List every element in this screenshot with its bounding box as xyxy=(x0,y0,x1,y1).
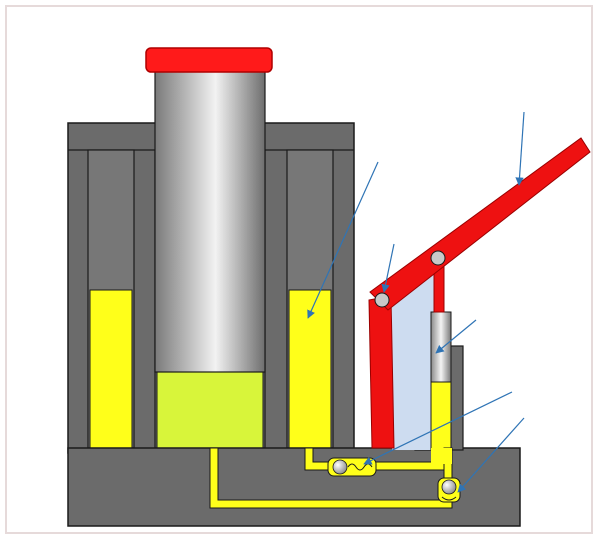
pump-fluid xyxy=(430,379,452,451)
pump-link-lever xyxy=(368,295,395,449)
oil-reservoir-left xyxy=(89,289,133,449)
ram-pressure-fluid xyxy=(156,371,264,449)
arrow-reservoir xyxy=(307,161,379,319)
arrow-pump-piston xyxy=(435,319,477,354)
arrow-check-valve-1 xyxy=(363,391,513,465)
check-valve-2-spring xyxy=(441,496,457,501)
handle-pivot xyxy=(374,292,390,308)
arrow-handle xyxy=(515,111,525,186)
pump-chamber xyxy=(392,262,438,450)
main-piston-ram xyxy=(154,65,266,373)
arrow-check-valve-2 xyxy=(457,417,525,493)
ram-saddle-cap xyxy=(145,47,273,73)
pump-outlet-channel xyxy=(431,448,452,464)
check-valve-2 xyxy=(441,479,457,495)
check-valve-1 xyxy=(332,459,348,475)
pump-piston xyxy=(430,311,452,383)
leader-arrows xyxy=(307,111,525,493)
arrow-pivot xyxy=(381,243,395,293)
pump-rod-pivot xyxy=(430,250,446,266)
